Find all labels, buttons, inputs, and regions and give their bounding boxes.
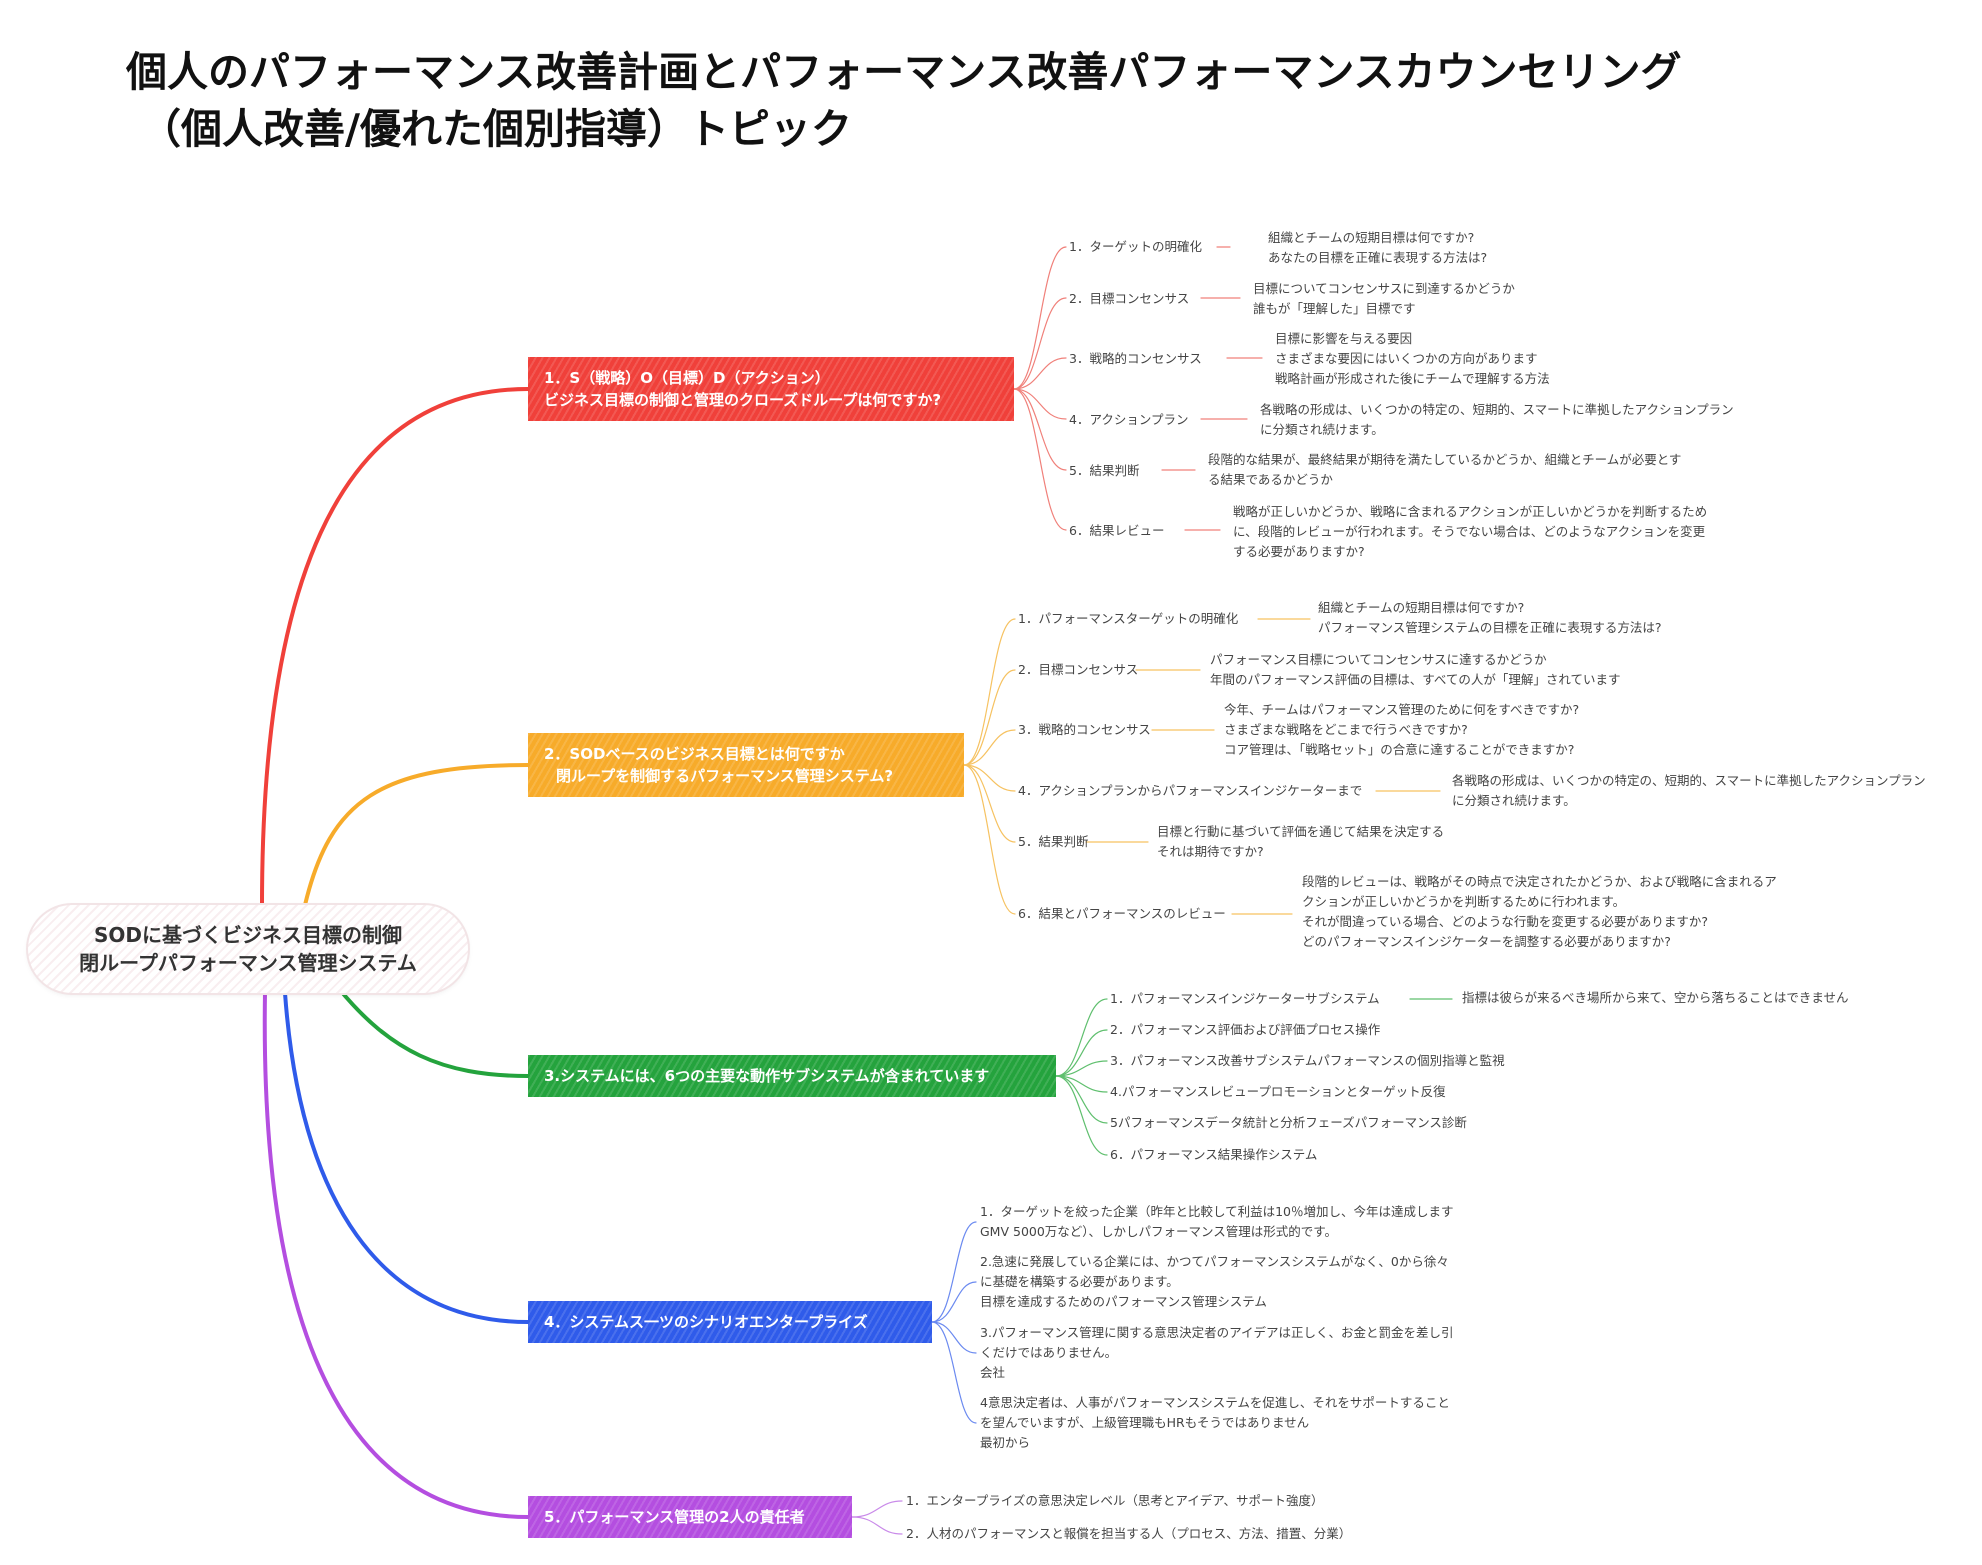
connector-b4-item-4 <box>931 1321 977 1424</box>
b2-item-3-detail: 今年、チームはパフォーマンス管理のために何をすべきですか?さまざまな戦略をどこま… <box>1224 702 1580 757</box>
root-topic-line-2: 閉ループパフォーマンス管理システム <box>79 951 417 975</box>
branch-topic-subsystems[interactable]: 3.システムには、6つの主要な動作サブシステムが含まれています <box>528 1055 1056 1097</box>
b2-item-5-detail: 目標と行動に基づいて評価を通じて結果を決定するそれは期待ですか? <box>1157 824 1445 859</box>
b2-item-5-label[interactable]: 5．結果判断 <box>1018 834 1089 849</box>
connector-b3-item-4 <box>1055 1075 1108 1093</box>
root-topic-line-1: SODに基づくビジネス目標の制御 <box>93 923 402 947</box>
connector-b1-item-6 <box>1013 388 1067 531</box>
b2-item-6-detail: 段階的レビューは、戦略がその時点で決定されたかどうか、および戦略に含まれるアクシ… <box>1302 874 1777 949</box>
b3-item-3-label[interactable]: 3．パフォーマンス改善サブシステムパフォーマンスの個別指導と監視 <box>1110 1053 1505 1068</box>
b3-item-2-label[interactable]: 2．パフォーマンス評価および評価プロセス操作 <box>1110 1022 1381 1037</box>
b1-item-5-detail: 段階的な結果が、最終結果が期待を満たしているかどうか、組織とチームが必要とする結… <box>1208 452 1682 487</box>
connector-b1-item-3 <box>1013 357 1067 390</box>
connector-b2-item-5 <box>963 764 1016 843</box>
connector-b4-item-3 <box>931 1321 977 1354</box>
connector-b2-item-6 <box>963 764 1016 915</box>
connector-b5-item-2 <box>851 1516 903 1535</box>
b5-item-1-label[interactable]: 1．エンタープライズの意思決定レベル（思考とアイデア、サポート強度） <box>906 1493 1324 1508</box>
connector-b2-item-2 <box>963 669 1016 766</box>
b1-item-3-label[interactable]: 3．戦略的コンセンサス <box>1069 351 1202 366</box>
b3-item-5-label[interactable]: 5パフォーマンスデータ統計と分析フェーズパフォーマンス診断 <box>1110 1115 1467 1130</box>
connector-root-b4 <box>283 991 530 1324</box>
b3-item-1-detail: 指標は彼らが来るべき場所から来て、空から落ちることはできません <box>1462 990 1849 1005</box>
b4-item-4[interactable]: 4意思決定者は、人事がパフォーマンスシステムを促進し、それをサポートすることを望… <box>980 1395 1450 1450</box>
connector-b5-item-1 <box>851 1500 903 1518</box>
b2-item-1-detail: 組織とチームの短期目標は何ですか?パフォーマンス管理システムの目標を正確に表現す… <box>1318 600 1662 635</box>
branch-2-line-2: 閉ループを制御するパフォーマンス管理システム? <box>556 767 894 785</box>
connector-b2-item-4 <box>963 764 1016 792</box>
connector-root-b2 <box>303 763 530 907</box>
b5-item-2-label[interactable]: 2．人材のパフォーマンスと報償を担当する人（プロセス、方法、措置、分業） <box>906 1526 1352 1541</box>
connector-b1-item-5 <box>1013 388 1067 471</box>
connector-b4-item-1 <box>931 1221 977 1323</box>
b1-item-6-detail: 戦略が正しいかどうか、戦略に含まれるアクションが正しいかどうかを判断するために、… <box>1233 504 1708 559</box>
branch-topic-sod[interactable]: 1．S（戦略）O（目標）D（アクション） ビジネス目標の制御と管理のクローズドル… <box>528 357 1014 421</box>
connector-b2-item-1 <box>963 618 1016 766</box>
connector-b3-item-3 <box>1055 1060 1108 1077</box>
b4-item-2[interactable]: 2.急速に発展している企業には、かつてパフォーマンスシステムがなく、0から徐々に… <box>980 1254 1449 1309</box>
branch-1-line-2: ビジネス目標の制御と管理のクローズドループは何ですか? <box>544 391 942 409</box>
b2-item-4-detail: 各戦略の形成は、いくつかの特定の、短期的、スマートに準拠したアクションプランに分… <box>1452 773 1926 808</box>
b1-item-2-detail: 目標についてコンセンサスに到達するかどうか誰もが「理解した」目標です <box>1253 281 1515 316</box>
connector-root-b3 <box>338 988 530 1078</box>
connector-b1-item-2 <box>1013 297 1067 390</box>
connector-b1-item-4 <box>1013 388 1067 420</box>
b2-item-4-label[interactable]: 4．アクションプランからパフォーマンスインジケーターまで <box>1018 783 1363 798</box>
b1-item-6-label[interactable]: 6．結果レビュー <box>1069 523 1165 538</box>
connector-b3-item-1 <box>1055 998 1108 1077</box>
branch-4-line-1: 4．システムス一ツのシナリオエンタープライズ <box>544 1313 868 1331</box>
b2-item-2-label[interactable]: 2．目標コンセンサス <box>1018 662 1139 677</box>
b2-item-1-label[interactable]: 1．パフォーマンスターゲットの明確化 <box>1018 611 1239 626</box>
b1-item-1-detail: 組織とチームの短期目標は何ですか?あなたの目標を正確に表現する方法は? <box>1268 230 1488 265</box>
branch-5-line-1: 5．パフォーマンス管理の2人の責任者 <box>544 1508 805 1526</box>
b1-item-5-label[interactable]: 5．結果判断 <box>1069 463 1140 478</box>
branch-2-line-1: 2．SODベースのビジネス目標とは何ですか <box>544 745 845 763</box>
connector-root-b1 <box>260 387 530 907</box>
connector-b1-item-1 <box>1013 246 1067 390</box>
b1-item-2-label[interactable]: 2．目標コンセンサス <box>1069 291 1190 306</box>
b3-item-1-label[interactable]: 1．パフォーマンスインジケーターサブシステム <box>1110 991 1380 1006</box>
connector-b3-item-2 <box>1055 1029 1108 1077</box>
b4-item-3[interactable]: 3.パフォーマンス管理に関する意思決定者のアイデアは正しく、お金と罰金を差し引く… <box>980 1325 1454 1380</box>
connector-b2-item-3 <box>963 729 1016 766</box>
branch-topic-scenario-enterprise[interactable]: 4．システムス一ツのシナリオエンタープライズ <box>528 1301 932 1343</box>
branch-1-line-1: 1．S（戦略）O（目標）D（アクション） <box>544 369 830 387</box>
branch-topic-two-responsible[interactable]: 5．パフォーマンス管理の2人の責任者 <box>528 1496 852 1538</box>
connector-b3-item-6 <box>1055 1075 1108 1156</box>
connector-b4-item-2 <box>931 1281 977 1323</box>
b1-item-1-label[interactable]: 1．ターゲットの明確化 <box>1069 239 1202 254</box>
b3-item-4-label[interactable]: 4.パフォーマンスレビュープロモーションとターゲット反復 <box>1110 1084 1446 1099</box>
b1-item-3-detail: 目標に影響を与える要因さまざまな要因にはいくつかの方向があります戦略計画が形成さ… <box>1275 331 1550 386</box>
b2-item-6-label[interactable]: 6．結果とパフォーマンスのレビュー <box>1018 906 1226 921</box>
b2-item-2-detail: パフォーマンス目標についてコンセンサスに達するかどうか年間のパフォーマンス評価の… <box>1210 652 1621 687</box>
b1-item-4-label[interactable]: 4．アクションプラン <box>1069 412 1189 427</box>
root-topic[interactable]: SODに基づくビジネス目標の制御 閉ループパフォーマンス管理システム <box>28 905 468 993</box>
branch-topic-sod-business[interactable]: 2．SODベースのビジネス目標とは何ですか 閉ループを制御するパフォーマンス管理… <box>528 733 964 797</box>
b2-item-3-label[interactable]: 3．戦略的コンセンサス <box>1018 722 1151 737</box>
connector-b3-item-5 <box>1055 1075 1108 1124</box>
page-title-line-1: 個人のパフォーマンス改善計画とパフォーマンス改善パフォーマンスカウンセリング <box>126 48 1682 96</box>
b1-item-4-detail: 各戦略の形成は、いくつかの特定の、短期的、スマートに準拠したアクションプランに分… <box>1260 402 1734 437</box>
b3-item-6-label[interactable]: 6．パフォーマンス結果操作システム <box>1110 1147 1318 1162</box>
page-title-line-2: （個人改善/優れた個別指導）トピック <box>140 105 852 153</box>
branch-3-line-1: 3.システムには、6つの主要な動作サブシステムが含まれています <box>544 1067 990 1085</box>
connector-root-b5 <box>262 991 530 1519</box>
